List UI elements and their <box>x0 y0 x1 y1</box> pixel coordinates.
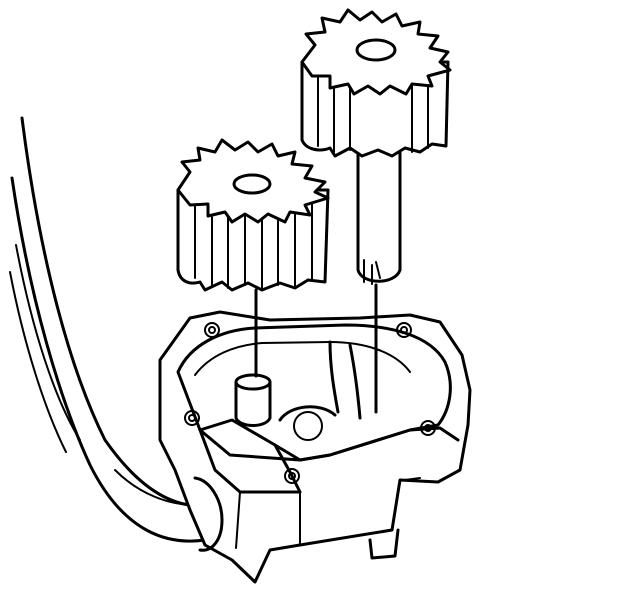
idler-shaft <box>234 373 272 427</box>
idler-gear <box>176 138 330 292</box>
oil-pump-housing <box>158 310 472 584</box>
alignment-lines <box>254 283 378 414</box>
drive-gear-shaft <box>300 8 452 285</box>
oil-pickup-tube <box>9 116 212 543</box>
bolt-holes <box>184 322 436 484</box>
